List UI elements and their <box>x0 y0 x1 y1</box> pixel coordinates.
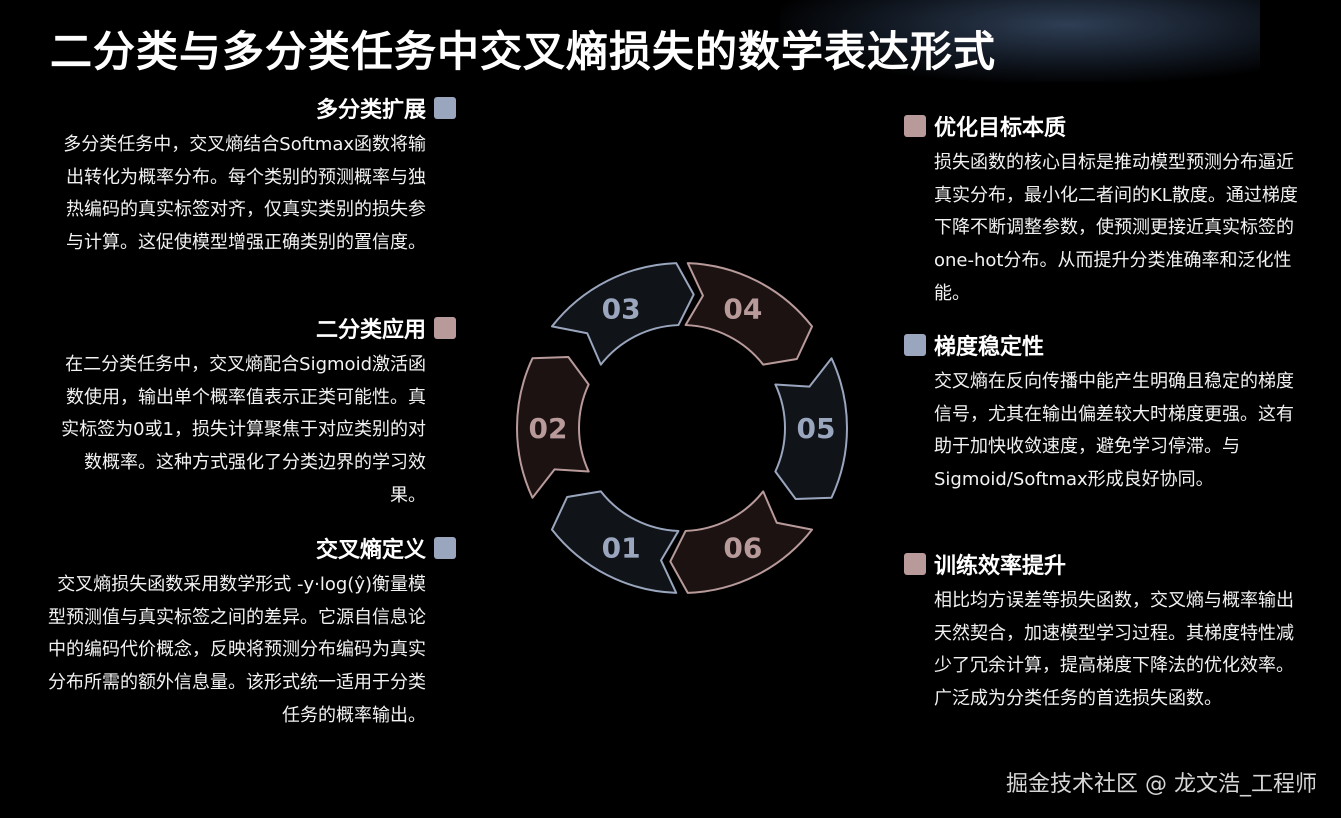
section-body: 在二分类任务中，交叉熵配合Sigmoid激活函数使用，输出单个概率值表示正类可能… <box>61 354 426 506</box>
section-body: 损失函数的核心目标是推动模型预测分布逼近真实分布，最小化二者间的KL散度。通过梯… <box>934 152 1298 304</box>
cycle-segment <box>774 357 848 501</box>
cycle-label: 04 <box>723 293 762 326</box>
section-heading: 训练效率提升 <box>934 554 1067 579</box>
cycle-segment <box>669 490 814 594</box>
watermark: 掘金技术社区 @ 龙文浩_工程师 <box>1006 772 1317 797</box>
cycle-segment <box>684 262 814 366</box>
cycle-segment <box>550 490 680 594</box>
blue-square-icon <box>434 97 456 119</box>
section-body: 交叉熵损失函数采用数学形式 -y·log(ŷ)衡量模型预测值与真实标签之间的差异… <box>48 574 426 726</box>
blue-square-icon <box>434 537 456 559</box>
cycle-segments: 01 02 03 04 05 06 <box>516 262 848 594</box>
section-gradient: 梯度稳定性 交叉熵在反向传播中能产生明确且稳定的梯度信号，尤其在输出偏差较大时梯… <box>904 331 1304 497</box>
section-body: 交叉熵在反向传播中能产生明确且稳定的梯度信号，尤其在输出偏差较大时梯度更强。这有… <box>934 371 1294 491</box>
pink-square-icon <box>904 115 926 137</box>
section-efficiency: 训练效率提升 相比均方误差等损失函数，交叉熵与概率输出天然契合，加速模型学习过程… <box>904 550 1304 716</box>
cycle-segment <box>516 355 590 499</box>
section-definition: 交叉熵定义 交叉熵损失函数采用数学形式 -y·log(ŷ)衡量模型预测值与真实标… <box>40 534 456 733</box>
page-title: 二分类与多分类任务中交叉熵损失的数学表达形式 <box>50 27 997 76</box>
pink-square-icon <box>434 317 456 339</box>
section-objective: 优化目标本质 损失函数的核心目标是推动模型预测分布逼近真实分布，最小化二者间的K… <box>904 112 1304 311</box>
section-heading: 交叉熵定义 <box>315 538 426 563</box>
section-multiclass: 多分类扩展 多分类任务中，交叉熵结合Softmax函数将输出转化为概率分布。每个… <box>50 94 456 260</box>
section-binary: 二分类应用 在二分类任务中，交叉熵配合Sigmoid激活函数使用，输出单个概率值… <box>50 314 456 513</box>
header-background-glow <box>780 0 1260 82</box>
section-heading: 多分类扩展 <box>315 98 426 123</box>
cycle-segment <box>550 262 695 366</box>
section-heading: 二分类应用 <box>315 318 426 343</box>
cycle-label: 06 <box>723 531 762 564</box>
section-body: 相比均方误差等损失函数，交叉熵与概率输出天然契合，加速模型学习过程。其梯度特性减… <box>934 590 1294 710</box>
section-heading: 优化目标本质 <box>934 116 1067 141</box>
section-heading: 梯度稳定性 <box>934 335 1045 360</box>
cycle-label: 01 <box>602 531 641 564</box>
blue-square-icon <box>904 334 926 356</box>
cycle-label: 03 <box>602 293 641 326</box>
cycle-label: 02 <box>529 412 568 445</box>
section-body: 多分类任务中，交叉熵结合Softmax函数将输出转化为概率分布。每个类别的预测概… <box>63 134 426 254</box>
cycle-diagram: 01 02 03 04 05 06 <box>516 262 848 594</box>
cycle-label: 05 <box>797 412 836 445</box>
pink-square-icon <box>904 553 926 575</box>
